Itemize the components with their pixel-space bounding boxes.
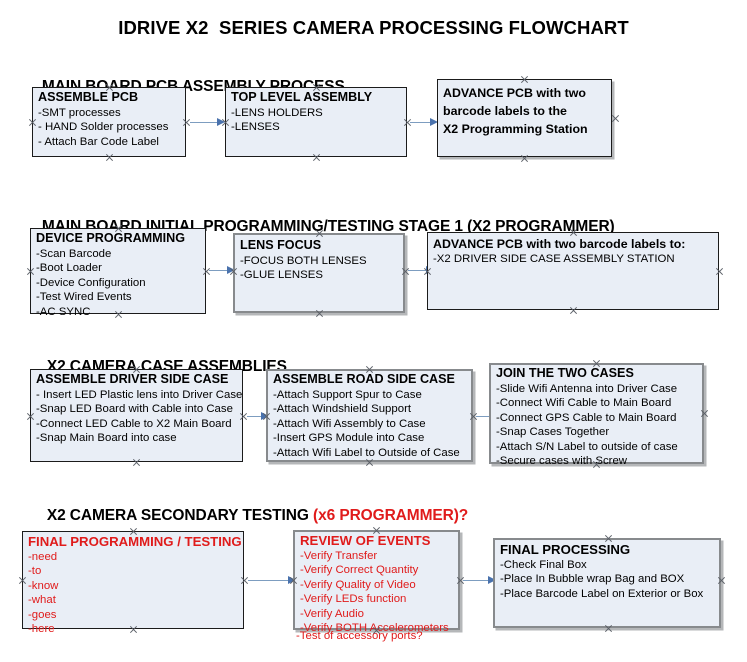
page-title: IDRIVE X2 SERIES CAMERA PROCESSING FLOWC… <box>118 17 629 38</box>
flow-box-advance-pcb-station[interactable]: ADVANCE PCB with two barcode labels to t… <box>437 79 612 157</box>
connector-arrow <box>190 118 225 127</box>
section-heading-4-text: X2 CAMERA SECONDARY TESTING <box>46 507 314 524</box>
box-title: REVIEW OF EVENTS <box>300 533 431 548</box>
flow-box-top-level-assembly[interactable]: TOP LEVEL ASSEMBLY -LENS HOLDERS -LENSES <box>225 87 407 157</box>
box-line: -Verify Correct Quantity <box>300 564 419 577</box>
box-line: -to <box>28 565 42 578</box>
box-line: -FOCUS BOTH LENSES <box>240 254 367 267</box>
section-heading-4: X2 CAMERA SECONDARY TESTING (x6 PROGRAMM… <box>30 489 468 543</box>
box-line: -LENS HOLDERS <box>231 106 323 119</box>
box-title: FINAL PROGRAMMING / TESTING <box>28 534 242 549</box>
box-line: -Place In Bubble wrap Bag and BOX <box>500 573 685 586</box>
section-heading-4-accent: (x6 PROGRAMMER)? <box>313 507 469 524</box>
box-line: -SMT processes <box>38 106 121 119</box>
box-line: -Attach Support Spur to Case <box>273 388 422 401</box>
box-line: -Place Barcode Label on Exterior or Box <box>500 587 704 600</box>
box-title: ADVANCE PCB with two <box>443 86 586 100</box>
box-line: -GLUE LENSES <box>240 269 323 282</box>
box-line: -Connect Wifi Cable to Main Board <box>496 397 672 410</box>
box-line: -Attach S/N Label to outside of case <box>496 440 678 453</box>
flow-box-join-the-two-cases[interactable]: JOIN THE TWO CASES -Slide Wifi Antenna i… <box>489 363 704 467</box>
box-line: -AC SYNC <box>36 305 91 318</box>
box-line: -Secure cases with Screw <box>496 455 628 468</box>
box-title: DEVICE PROGRAMMING <box>36 231 186 245</box>
box-line: -Verify LEDs function <box>300 593 407 606</box>
box-line: -Snap Main Board into case <box>36 432 177 445</box>
connector-arrow <box>209 266 235 275</box>
box-line: -Connect LED Cable to X2 Main Board <box>36 417 232 430</box>
box-overflow-line: -Test of accessory ports? <box>296 630 423 642</box>
box-line: -Attach Windshield Support <box>273 403 412 416</box>
box-line: - HAND Solder processes <box>38 121 169 134</box>
box-line: -Insert GPS Module into Case <box>273 432 425 445</box>
flow-box-assemble-road-side-case[interactable]: ASSEMBLE ROAD SIDE CASE -Attach Support … <box>266 369 473 462</box>
box-line: barcode labels to the <box>443 104 567 118</box>
box-line: - Attach Bar Code Label <box>38 135 159 148</box>
box-title: ASSEMBLE ROAD SIDE CASE <box>273 372 455 386</box>
box-line: -Verify BOTH Accelerometers <box>300 622 449 635</box>
flow-box-lens-focus[interactable]: LENS FOCUS -FOCUS BOTH LENSES -GLUE LENS… <box>233 233 405 313</box>
box-line: X2 Programming Station <box>443 122 588 136</box>
box-line: -Snap LED Board with Cable into Case <box>36 403 233 416</box>
box-line: -need <box>28 550 58 563</box>
box-title: LENS FOCUS <box>240 238 322 252</box>
box-line: -LENSES <box>231 121 280 134</box>
flow-box-assemble-pcb[interactable]: ASSEMBLE PCB -SMT processes - HAND Solde… <box>32 87 186 157</box>
box-title: TOP LEVEL ASSEMBLY <box>231 90 373 104</box>
box-line: -Scan Barcode <box>36 247 112 260</box>
box-line: -X2 DRIVER SIDE CASE ASSEMBLY STATION <box>433 253 675 265</box>
box-line: -Check Final Box <box>500 558 587 571</box>
flow-box-assemble-driver-side-case[interactable]: ASSEMBLE DRIVER SIDE CASE - Insert LED P… <box>30 369 243 462</box>
box-line: -Test Wired Events <box>36 291 132 304</box>
box-line: -here <box>28 623 55 636</box>
box-line: -Verify Audio <box>300 607 364 620</box>
box-line: -Device Configuration <box>36 276 146 289</box>
box-title: ASSEMBLE DRIVER SIDE CASE <box>36 372 229 386</box>
flow-box-advance-pcb-driver-side[interactable]: ADVANCE PCB with two barcode labels to: … <box>427 232 719 310</box>
box-line: -Slide Wifi Antenna into Driver Case <box>496 382 678 395</box>
box-line: - Insert LED Plastic lens into Driver Ca… <box>36 388 243 401</box>
flow-box-final-programming-testing[interactable]: FINAL PROGRAMMING / TESTING -need -to -k… <box>22 531 244 635</box>
box-line: -Verify Quality of Video <box>300 578 416 591</box>
box-title: ASSEMBLE PCB <box>38 90 139 104</box>
box-line: -Attach Wifi Label to Outside of Case <box>273 446 460 459</box>
flow-box-device-programming[interactable]: DEVICE PROGRAMMING -Scan Barcode -Boot L… <box>30 228 206 318</box>
connector-arrow <box>248 576 296 585</box>
box-line: -what <box>28 594 56 607</box>
connector-arrow <box>410 118 438 127</box>
box-line: -goes <box>28 608 57 621</box>
flow-box-final-processing[interactable]: FINAL PROCESSING -Check Final Box -Place… <box>493 538 721 628</box>
flow-box-review-of-events[interactable]: REVIEW OF EVENTS -Verify Transfer -Verif… <box>293 530 460 634</box>
box-title: JOIN THE TWO CASES <box>496 366 634 380</box>
box-line: -Snap Cases Together <box>496 426 610 439</box>
box-line: -Boot Loader <box>36 262 102 275</box>
box-title: FINAL PROCESSING <box>500 542 631 557</box>
box-line: -know <box>28 579 59 592</box>
box-title: ADVANCE PCB with two barcode labels to: <box>433 237 686 251</box>
box-line: -Verify Transfer <box>300 549 378 562</box>
box-line: -Attach Wifi Assembly to Case <box>273 417 426 430</box>
box-line: -Connect GPS Cable to Main Board <box>496 411 677 424</box>
connector-arrow <box>463 576 496 585</box>
